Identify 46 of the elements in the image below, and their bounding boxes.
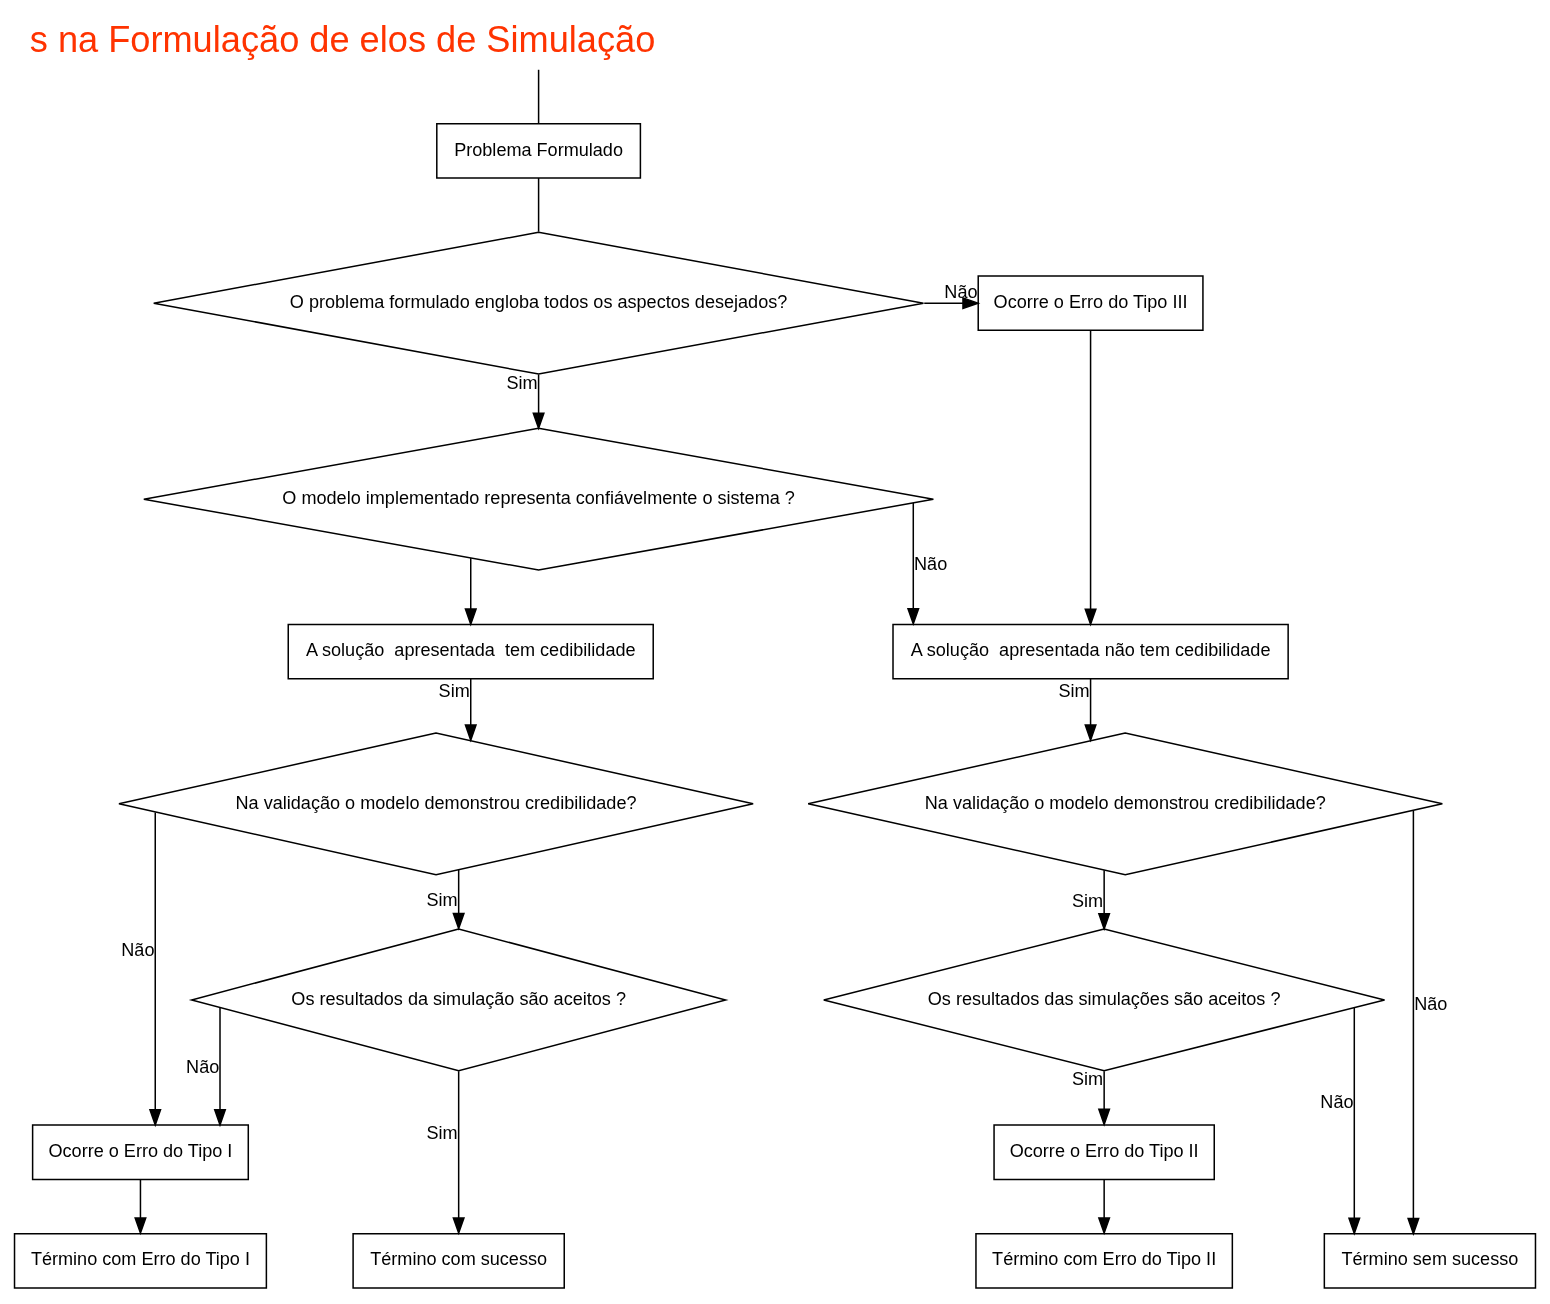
node-box: Ocorre o Erro do Tipo II <box>993 1123 1215 1180</box>
edge-label: Não <box>944 281 978 302</box>
edge-label: Não <box>914 553 948 574</box>
diagram-title: s na Formulação de elos de Simulação <box>29 18 656 60</box>
edge-label: Não <box>1414 993 1448 1014</box>
node-diamond: Na validação o modelo demonstrou credibilidade? <box>807 731 1444 875</box>
node-box: Ocorre o Erro do Tipo III <box>977 274 1204 331</box>
arrow <box>134 1178 147 1235</box>
node-box: Ocorre o Erro do Tipo I <box>31 1123 250 1180</box>
edge-label: Sim <box>1071 890 1104 910</box>
edge-label: Não <box>121 939 155 960</box>
arrow <box>213 1006 227 1127</box>
edge-label: Sim <box>426 1122 458 1143</box>
node-box: Término com Erro do Tipo II <box>975 1232 1234 1289</box>
arrow <box>1407 809 1420 1236</box>
edge-label: Não <box>186 1056 220 1077</box>
arrow <box>148 811 162 1127</box>
node-box: A solução apresentada não tem cedibilidade <box>892 623 1289 679</box>
arrow <box>532 373 545 431</box>
arrow <box>1084 677 1097 742</box>
edge-label: Sim <box>438 680 470 701</box>
arrow <box>464 677 478 742</box>
connector <box>537 176 540 232</box>
node-box: Término com sucesso <box>352 1232 565 1289</box>
arrow <box>906 501 920 626</box>
node-box: Término com Erro do Tipo I <box>13 1232 268 1289</box>
node-diamond: Na validação o modelo demonstrou credibilidade? <box>118 731 754 875</box>
node-diamond: O problema formulado engloba todos os aspectos desejados? <box>152 231 925 375</box>
edge-label: Sim <box>506 372 538 393</box>
arrow <box>1097 868 1111 931</box>
arrow <box>1097 1178 1111 1235</box>
node-diamond: Os resultados das simulações são aceitos ? <box>823 927 1386 1072</box>
connector <box>537 68 540 124</box>
node-box: A solução apresentada tem cedibilidade <box>287 623 654 679</box>
arrow <box>923 296 981 309</box>
arrow <box>1097 1069 1111 1127</box>
arrow <box>1084 329 1097 627</box>
arrow <box>464 556 478 626</box>
node-box: Problema Formulado <box>436 122 642 179</box>
arrow <box>1347 1006 1361 1236</box>
arrow <box>452 1069 465 1235</box>
edge-label: Sim <box>1058 680 1090 701</box>
arrow <box>452 868 465 931</box>
edge-label: Não <box>1320 1091 1354 1112</box>
edge-label: Sim <box>426 889 458 910</box>
node-box: Término sem sucesso <box>1323 1232 1537 1289</box>
